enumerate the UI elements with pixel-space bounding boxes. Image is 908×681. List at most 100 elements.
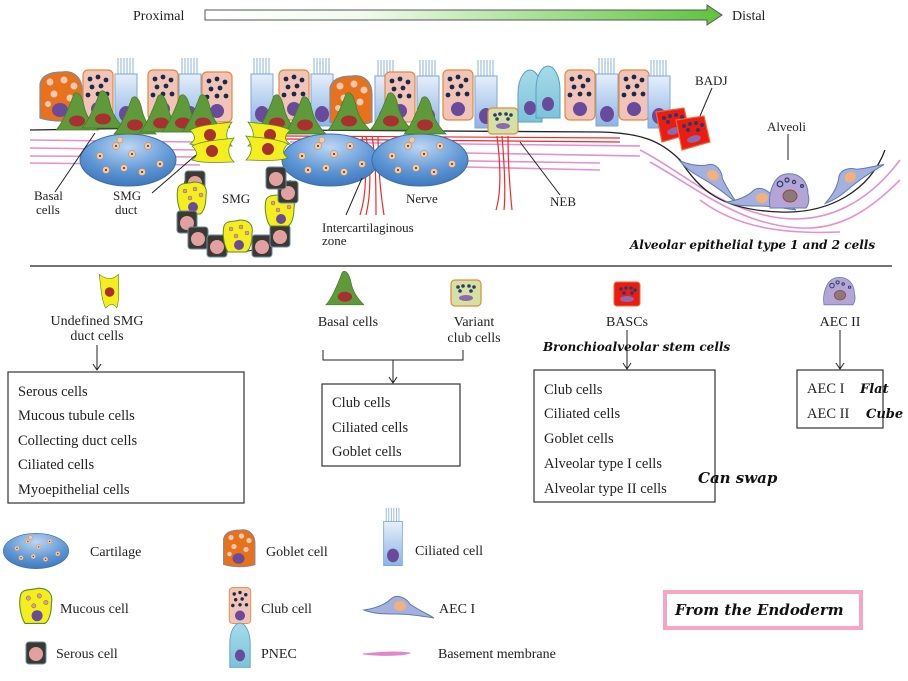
mucous-cell-icon bbox=[19, 587, 53, 624]
note-box bbox=[663, 590, 863, 630]
goblet-cell-icon bbox=[223, 529, 256, 568]
cube-annotation: Cube bbox=[866, 407, 903, 422]
merge-bracket bbox=[322, 350, 464, 361]
airway-diagram: Basal cells SMG duct SMG Intercartilagin… bbox=[29, 57, 901, 258]
basal-cell-icon bbox=[325, 270, 365, 306]
serous-cell-icon bbox=[269, 224, 291, 248]
smg-duct-cell-icon bbox=[98, 273, 120, 309]
label-alveoli: Alveoli bbox=[767, 119, 806, 134]
source-label: Basal cells bbox=[318, 315, 378, 330]
product-item: AEC I bbox=[807, 381, 845, 397]
legend-label: Cartilage bbox=[90, 545, 141, 560]
legend-label: Serous cell bbox=[56, 647, 118, 662]
product-item: AEC II bbox=[807, 406, 849, 422]
product-item: Club cells bbox=[332, 395, 391, 411]
label-smg-duct-2: duct bbox=[115, 202, 138, 217]
basc-icon bbox=[613, 281, 641, 307]
serous-cell-icon bbox=[251, 234, 273, 258]
alveolar-epithelial-annotation: Alveolar epithelial type 1 and 2 cells bbox=[629, 238, 875, 252]
label-neb: NEB bbox=[550, 194, 576, 209]
mucous-cell-icon bbox=[222, 219, 253, 253]
label-badj: BADJ bbox=[695, 73, 728, 88]
label-basal-cells-2: cells bbox=[36, 202, 60, 217]
serous-cell-icon bbox=[187, 226, 209, 250]
gradient-arrow-icon bbox=[204, 4, 723, 26]
lineage-smg-duct: Undefined SMG duct cells Serous cells Mu… bbox=[7, 273, 245, 504]
cartilage-icon bbox=[3, 532, 69, 570]
club-cell-icon bbox=[564, 69, 596, 121]
label-smg-duct-1: SMG bbox=[113, 188, 141, 203]
arrowhead-icon bbox=[835, 362, 845, 370]
label-nerve: Nerve bbox=[406, 191, 438, 206]
product-item: Club cells bbox=[544, 382, 603, 398]
cartilage-icon bbox=[371, 133, 469, 187]
legend-label: Ciliated cell bbox=[415, 544, 483, 559]
product-item: Ciliated cells bbox=[18, 457, 94, 473]
products-box bbox=[796, 369, 884, 429]
arrowhead-icon bbox=[388, 376, 398, 384]
legend-label: Club cell bbox=[261, 602, 312, 617]
endoderm-note: From the Endoderm bbox=[663, 590, 863, 630]
cartilage-icon bbox=[281, 133, 379, 187]
label-intercartilaginous-2: zone bbox=[322, 233, 347, 248]
basc-icon bbox=[675, 115, 711, 151]
product-item: Ciliated cells bbox=[332, 420, 408, 436]
flat-annotation: Flat bbox=[859, 382, 889, 397]
source-label: AEC II bbox=[820, 315, 861, 330]
club-cell-icon bbox=[618, 69, 650, 121]
ciliated-cell-icon bbox=[383, 507, 403, 567]
axis-start-label: Proximal bbox=[133, 9, 184, 24]
mucous-cell-icon bbox=[176, 181, 207, 215]
variant-club-cell-icon bbox=[450, 279, 482, 307]
legend-label: Goblet cell bbox=[266, 545, 328, 560]
product-item: Myoepithelial cells bbox=[18, 482, 130, 498]
serous-cell-icon bbox=[265, 166, 287, 190]
product-item: Goblet cells bbox=[544, 431, 614, 447]
product-item: Goblet cells bbox=[332, 444, 402, 460]
serous-cell-icon bbox=[25, 641, 47, 665]
legend-label: Basement membrane bbox=[438, 647, 556, 662]
legend-label: Mucous cell bbox=[60, 602, 129, 617]
product-item: Alveolar type I cells bbox=[544, 456, 662, 472]
lineage-aec2: AEC II AEC I AEC II Flat Cube bbox=[796, 276, 903, 429]
ciliated-cell-icon bbox=[595, 57, 619, 127]
arrowhead-icon bbox=[622, 362, 632, 370]
proximal-distal-axis: Proximal Distal bbox=[133, 4, 766, 26]
cartilage-icon bbox=[79, 133, 177, 187]
products-box bbox=[321, 383, 461, 467]
legend-label: AEC I bbox=[439, 602, 476, 617]
products-box bbox=[7, 371, 245, 504]
pnec-icon bbox=[229, 622, 251, 668]
club-cell-icon bbox=[228, 587, 252, 624]
legend: Cartilage Goblet cell Ciliated cell Muco… bbox=[3, 507, 556, 668]
note-text: From the Endoderm bbox=[674, 601, 844, 619]
variant-club-cell-icon bbox=[487, 107, 519, 135]
aec1-icon bbox=[363, 595, 435, 619]
product-item: Collecting duct cells bbox=[18, 433, 138, 449]
basement-membrane-icon bbox=[362, 651, 411, 656]
legend-label: PNEC bbox=[261, 647, 297, 662]
product-item: Mucous tubule cells bbox=[18, 408, 135, 424]
source-label: club cells bbox=[447, 331, 500, 346]
source-label: duct cells bbox=[70, 329, 123, 344]
arrowhead-icon bbox=[92, 363, 102, 371]
products-box bbox=[533, 369, 716, 503]
product-item: Serous cells bbox=[18, 384, 88, 400]
can-swap-annotation: Can swap bbox=[698, 469, 778, 487]
source-label: Undefined SMG bbox=[51, 314, 144, 329]
aec1-icon bbox=[815, 147, 885, 211]
label-basal-cells-1: Basal bbox=[34, 188, 63, 203]
source-label: Variant bbox=[454, 315, 495, 330]
lineage-basal-variant-club: Basal cells Variant club cells Club cell… bbox=[318, 270, 501, 467]
club-cell-icon bbox=[442, 69, 474, 121]
aec2-icon bbox=[768, 173, 810, 209]
source-label: BASCs bbox=[606, 315, 648, 330]
pnec-icon bbox=[535, 65, 561, 119]
lineage-basc: BASCs Bronchioalveolar stem cells Club c… bbox=[533, 281, 778, 503]
axis-end-label: Distal bbox=[732, 9, 766, 24]
label-smg: SMG bbox=[222, 191, 250, 206]
product-item: Alveolar type II cells bbox=[544, 481, 667, 497]
basc-full-name-annotation: Bronchioalveolar stem cells bbox=[542, 340, 730, 354]
pointer-arrows bbox=[54, 87, 789, 216]
